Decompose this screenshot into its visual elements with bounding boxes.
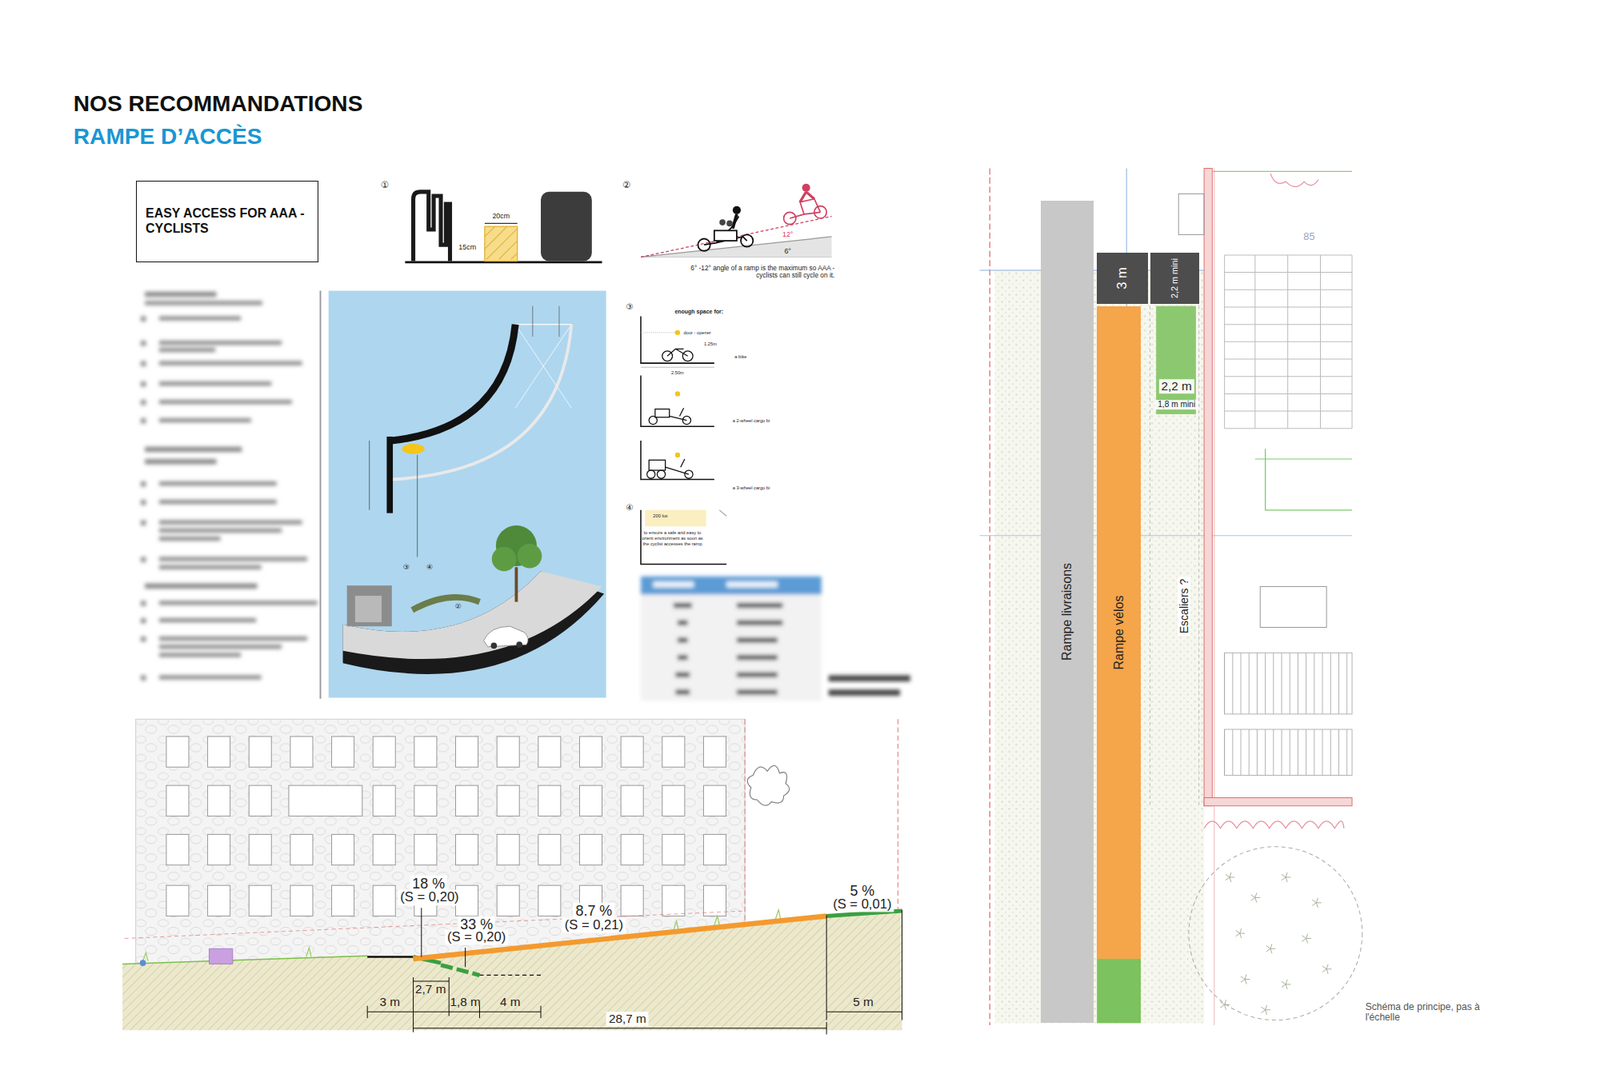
slope-label: 5 % [847, 882, 877, 900]
part-label: a bike [734, 354, 747, 360]
dimension: 1.25m [704, 341, 717, 348]
callout-number: ② [622, 180, 631, 192]
angle-label: 6° [784, 247, 792, 256]
landing-box: 2,2 m mini [1150, 252, 1200, 304]
severity-label: (S = 0,21) [562, 917, 626, 933]
dimension: 28,7 m [606, 1012, 649, 1027]
note: 6° -12° angle of a ramp is the maximum s… [681, 264, 835, 280]
dimension: 15cm [458, 243, 476, 252]
dimension: 2.50m [671, 369, 684, 376]
light-level: 200 lux [652, 513, 668, 520]
landing-box: 3 m [1096, 252, 1148, 304]
callout-number: ③ [625, 302, 633, 312]
severity-label: (S = 0,01) [830, 897, 894, 913]
angle-label: 12° [782, 230, 793, 239]
slope-label: 8.7 % [572, 903, 615, 920]
node-text: 2,2 m mini [1169, 258, 1180, 299]
dimension: 1,8 m [449, 995, 480, 1010]
heading: enough space for: [674, 308, 724, 316]
title-box: EASY ACCESS FOR AAA - CYCLISTS [136, 180, 319, 263]
part-label: door - opener [684, 330, 712, 336]
node-text: Rampe vélos [1111, 595, 1126, 670]
callout-number: ④ [625, 503, 633, 513]
page-title: NOS RECOMMANDATIONS [73, 91, 364, 117]
dimension: 2,2 m [1159, 380, 1195, 395]
slope-label: 18 % [409, 875, 448, 892]
caption: Schéma de principe, pas à l'échelle [1365, 1002, 1484, 1025]
callout-number: ③ [403, 563, 410, 572]
severity-label: (S = 0,20) [444, 930, 508, 946]
dimension: 1,8 m mini [1155, 400, 1198, 411]
callout-number: ① [380, 180, 389, 192]
node-text: 3 m [1115, 267, 1131, 290]
callout-number: ④ [426, 563, 433, 572]
dimension: 3 m [379, 995, 400, 1010]
dimension: 20cm [492, 212, 510, 220]
plan-label: Escaliers ? [1177, 576, 1191, 636]
node-text: EASY ACCESS FOR AAA - CYCLISTS [145, 206, 308, 236]
part-label: a 2-wheel cargo bi [732, 417, 770, 424]
node-text: Rampe livraisons [1060, 563, 1075, 661]
dimension: 5 m [852, 995, 874, 1010]
dimension: 4 m [500, 995, 521, 1010]
part-label: a 3-wheel cargo bi [732, 484, 770, 491]
subtitle: RAMPE D’ACCÈS [73, 124, 263, 150]
callout-number: ② [455, 602, 462, 611]
delivery-ramp-band: Rampe livraisons [1040, 200, 1094, 1024]
bike-ramp-band: Rampe vélos [1096, 306, 1141, 960]
dimension: 2,7 m [415, 982, 446, 997]
severity-label: (S = 0,20) [397, 890, 461, 906]
note: to ensure a safe and easy to orient envi… [638, 531, 706, 548]
grid-number: 85 [1303, 231, 1315, 244]
